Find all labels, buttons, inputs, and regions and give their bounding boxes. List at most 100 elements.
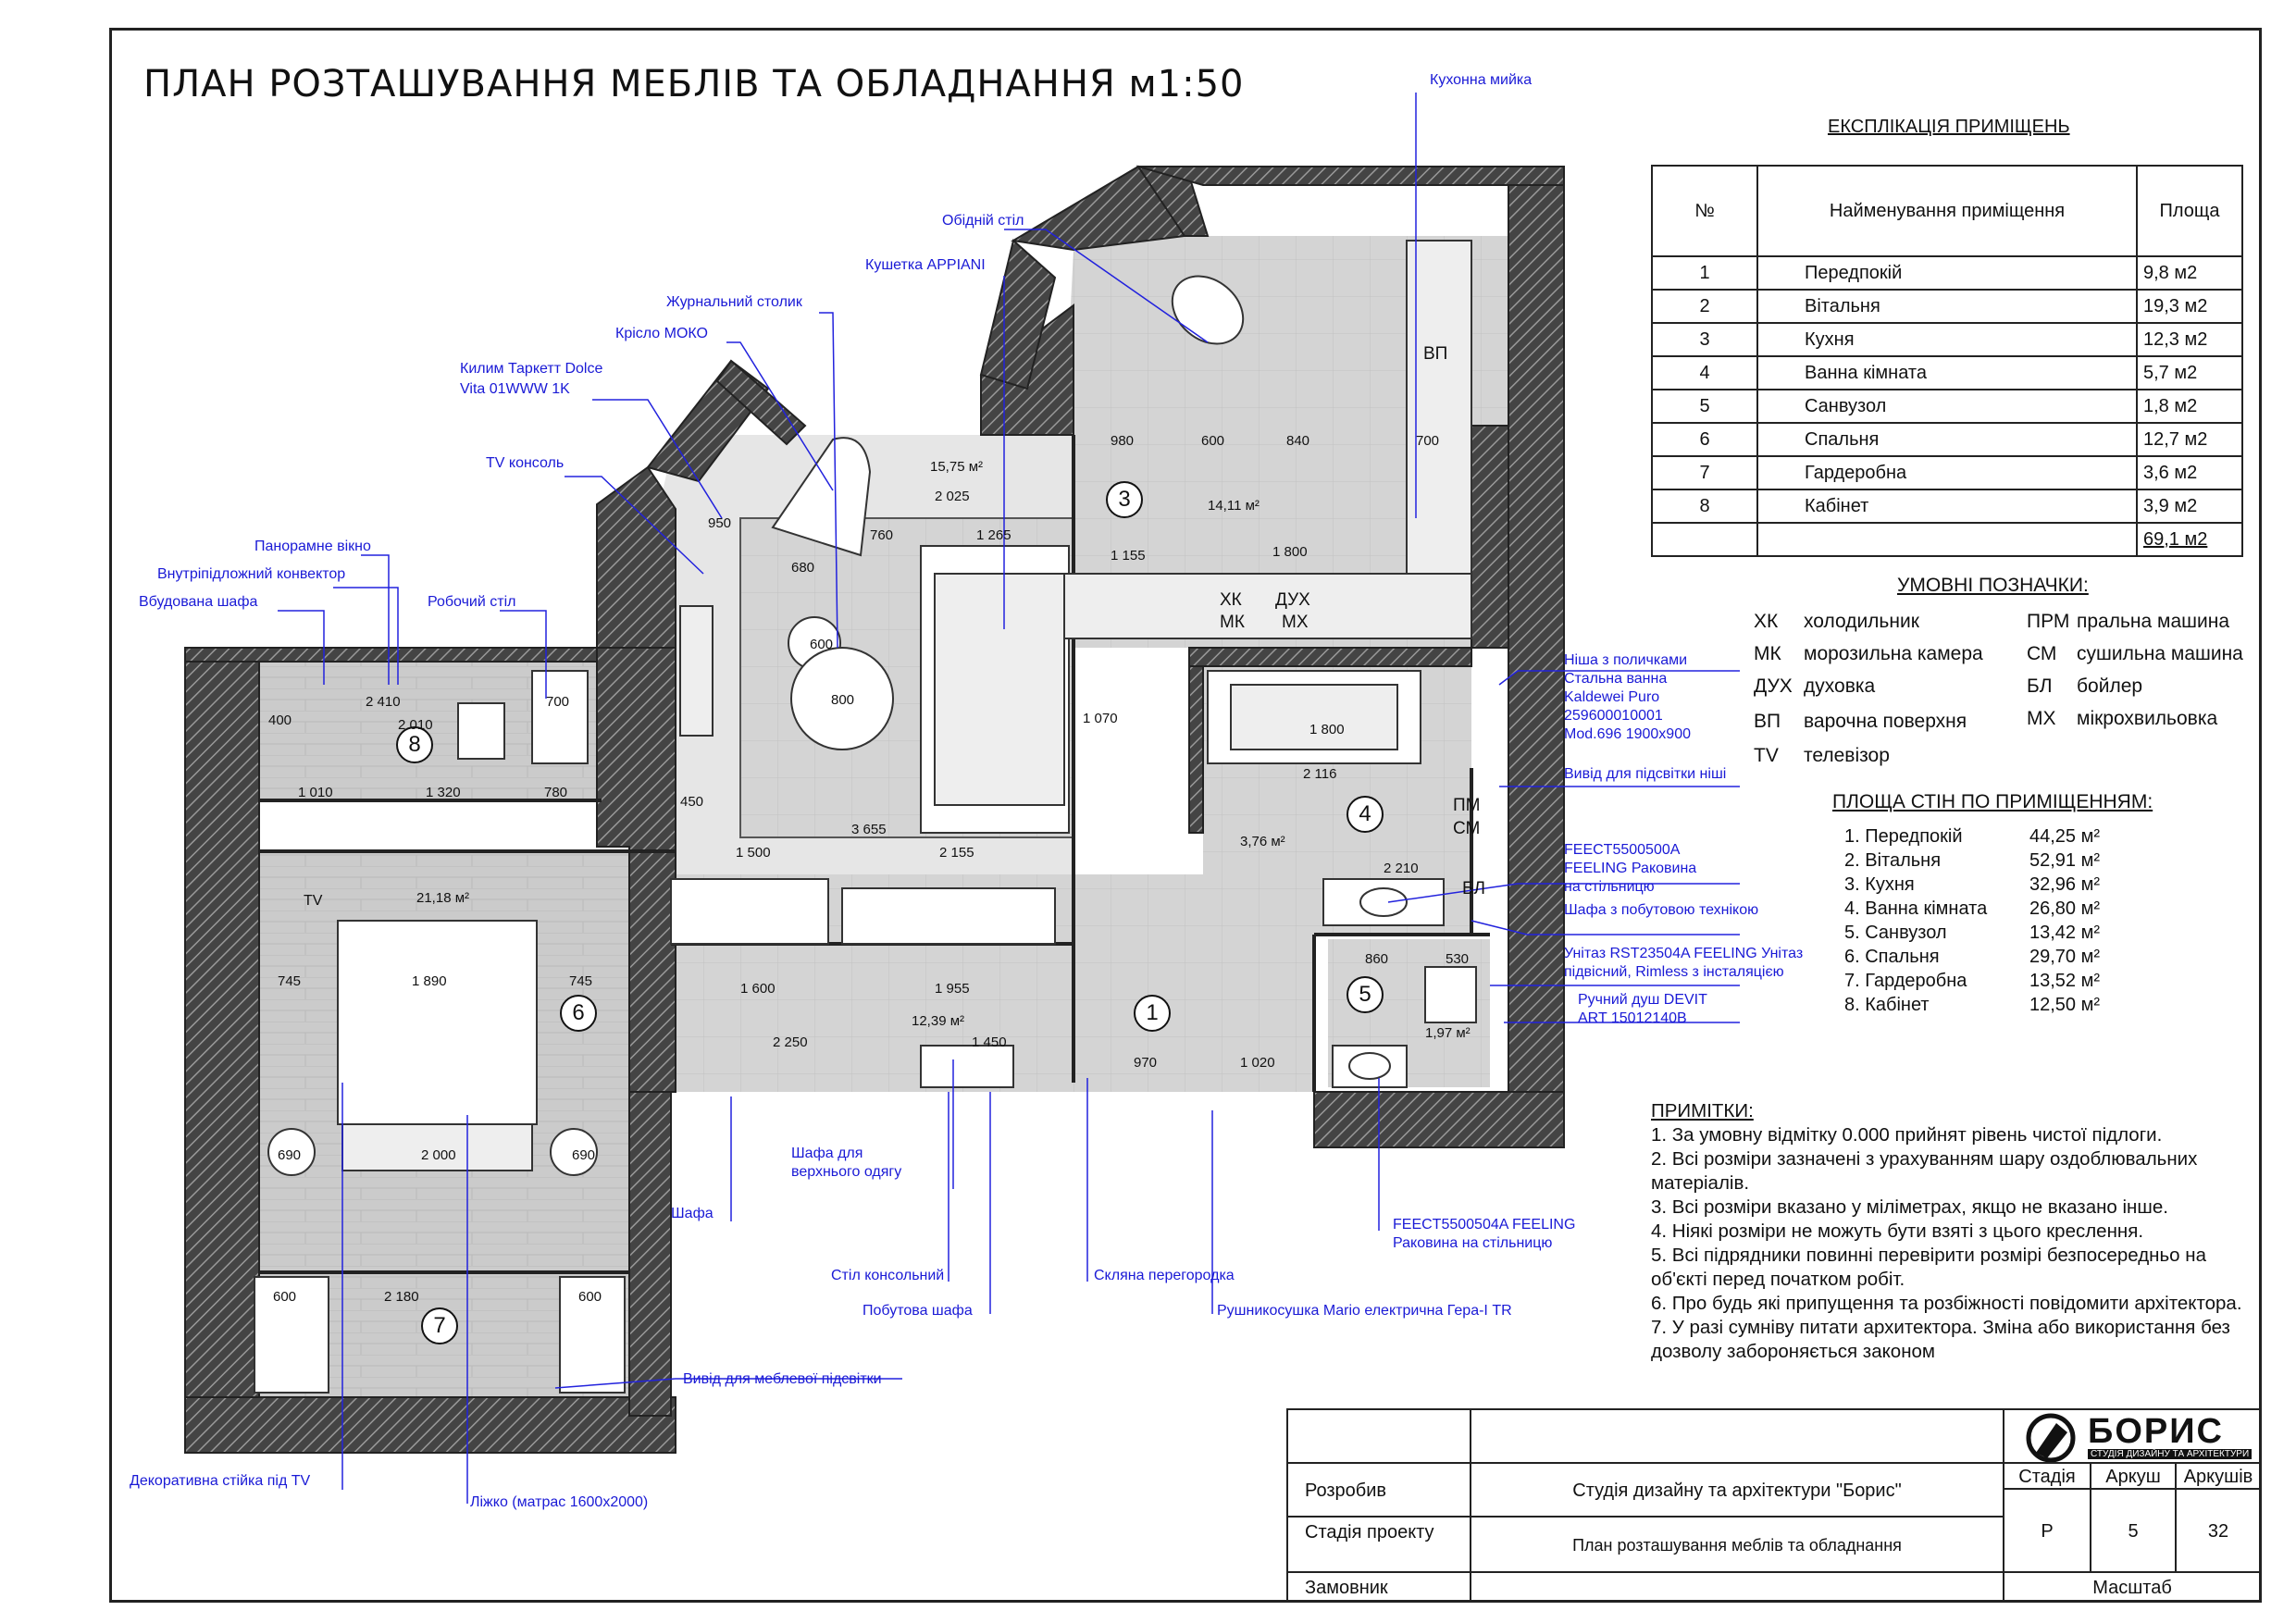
- walls-title: ПЛОЩА СТІН ПО ПРИМІЩЕННЯМ:: [1832, 791, 2153, 812]
- dim: 600: [1201, 433, 1225, 449]
- callout-bed: Ліжко (матрас 1600х2000): [470, 1494, 649, 1510]
- dim: 1 890: [412, 973, 447, 989]
- dim: 1 155: [1111, 548, 1146, 564]
- dim: 530: [1446, 951, 1470, 967]
- legend-title: УМОВНІ ПОЗНАЧКИ:: [1897, 575, 2089, 596]
- dim: 1 320: [426, 785, 461, 800]
- label-xk: ХК: [1220, 590, 1242, 610]
- dim: 860: [1365, 951, 1389, 967]
- logo: БОРИС СТУДІЯ ДИЗАЙНУ ТА АРХІТЕКТУРИ: [2003, 1408, 2262, 1464]
- label-bl: БЛ: [1462, 879, 1485, 898]
- label-dux: ДУХ: [1275, 590, 1310, 610]
- kitchen-floor: [1064, 236, 1508, 648]
- callout-bath-model: Mod.696 1900x900: [1564, 726, 1691, 742]
- room-number-5: 5: [1347, 976, 1384, 1013]
- dim: 450: [680, 794, 704, 810]
- callout-carpet: Килим Таркетт Dolce: [460, 361, 603, 377]
- callout-basin: FEELING Раковина: [1564, 861, 1697, 876]
- title-block: БОРИС СТУДІЯ ДИЗАЙНУ ТА АРХІТЕКТУРИ Розр…: [1286, 1408, 2262, 1603]
- table-total-row: 69,1 м2: [1651, 522, 2243, 557]
- notes: ПРИМІТКИ: 1. За умовну відмітку 0.000 пр…: [1651, 1100, 2242, 1362]
- col-name: Найменування приміщення: [1756, 165, 2138, 257]
- dim: 2 180: [384, 1289, 419, 1305]
- callout-bath: Стальна ванна: [1564, 671, 1668, 687]
- callout-shower-model: ART 15012140B: [1578, 1010, 1687, 1026]
- callout-desk: Робочий стіл: [428, 594, 516, 610]
- dim: 1 010: [298, 785, 333, 800]
- callout-builtin-wardrobe: Вбудована шафа: [139, 594, 258, 610]
- dim: 780: [544, 785, 568, 800]
- room-number-6: 6: [560, 995, 597, 1032]
- dim: 2 116: [1303, 766, 1337, 782]
- tv-console: [679, 605, 714, 737]
- callout-utility-cabinet: Побутова шафа: [863, 1303, 973, 1319]
- dim: 760: [870, 527, 894, 543]
- logo-icon: [2026, 1413, 2076, 1463]
- room-number-8: 8: [396, 726, 433, 763]
- dim: 1 070: [1083, 711, 1118, 726]
- room-number-1: 1: [1134, 995, 1171, 1032]
- wardrobe-shelves: [841, 887, 1056, 945]
- area-living: 15,75 м²: [930, 459, 984, 475]
- dim: 840: [1286, 433, 1310, 449]
- col-no: №: [1651, 165, 1758, 257]
- area-wc: 1,97 м²: [1425, 1025, 1471, 1041]
- area-kitchen: 14,11 м²: [1208, 498, 1260, 514]
- callout-niche-light: Вивід для підсвітки ніші: [1564, 766, 1727, 782]
- callout-furniture-light: Вивід для меблевої підсвітки: [683, 1371, 882, 1387]
- callout-basin-mount: на стільницю: [1564, 879, 1655, 895]
- dim: 745: [569, 973, 593, 989]
- dining-table: [1171, 275, 1245, 345]
- callout-wc-detail: підвісний, Rimless з інсталяцією: [1564, 964, 1784, 980]
- callout-appliance-cabinet: Шафа з побутовою технікою: [1564, 902, 1759, 918]
- area-bedroom: 21,18 м²: [416, 890, 470, 906]
- label-mk: МК: [1220, 613, 1245, 632]
- callout-wc: Унітаз RST23504A FEELING Унітаз: [1564, 946, 1804, 961]
- callout-tv-console: TV консоль: [486, 455, 565, 471]
- label-pm: ПМ: [1453, 796, 1481, 815]
- coffee-table-large: [790, 647, 894, 750]
- dim: 700: [546, 694, 570, 710]
- callout-carpet-model: Vita 01WWW 1K: [460, 381, 570, 397]
- office-chair: [457, 702, 505, 760]
- dim: 400: [268, 712, 292, 728]
- dim: 600: [273, 1289, 297, 1305]
- callout-towel-dryer: Рушникосушка Mario електрична Гера-І TR: [1217, 1303, 1512, 1319]
- desk: [531, 670, 589, 764]
- callout-tv-stand: Декоративна стійка під TV: [130, 1473, 311, 1489]
- hall-floor: [671, 874, 1314, 1092]
- callout-niche: Ніша з поличками: [1564, 652, 1688, 668]
- walls: [184, 165, 1565, 1454]
- furniture: [254, 240, 1477, 1394]
- dim: 1 020: [1240, 1055, 1275, 1071]
- area-hall: 12,39 м²: [912, 1013, 965, 1029]
- dim: 3 655: [851, 822, 887, 837]
- room-number-7: 7: [421, 1307, 458, 1344]
- dim: 2 410: [366, 694, 401, 710]
- dim: 680: [791, 560, 815, 576]
- dim: 1 800: [1309, 722, 1345, 737]
- callout-basin-b-2: Раковина на стільницю: [1393, 1235, 1553, 1251]
- dim: 600: [810, 637, 834, 652]
- dim: 2 010: [398, 717, 433, 733]
- room-number-4: 4: [1347, 796, 1384, 833]
- dim: 1 600: [740, 981, 776, 997]
- area-bath: 3,76 м²: [1240, 834, 1285, 849]
- explication-title: ЕКСПЛІКАЦІЯ ПРИМІЩЕНЬ: [1828, 117, 2070, 137]
- label-cm: СМ: [1453, 819, 1481, 838]
- room-number-3: 3: [1106, 481, 1143, 518]
- callout-shower: Ручний душ DEVIT: [1578, 992, 1707, 1008]
- callout-kitchen-sink: Кухонна мийка: [1430, 72, 1533, 88]
- dim: 1 265: [976, 527, 1011, 543]
- wardrobe-right: [559, 1276, 626, 1394]
